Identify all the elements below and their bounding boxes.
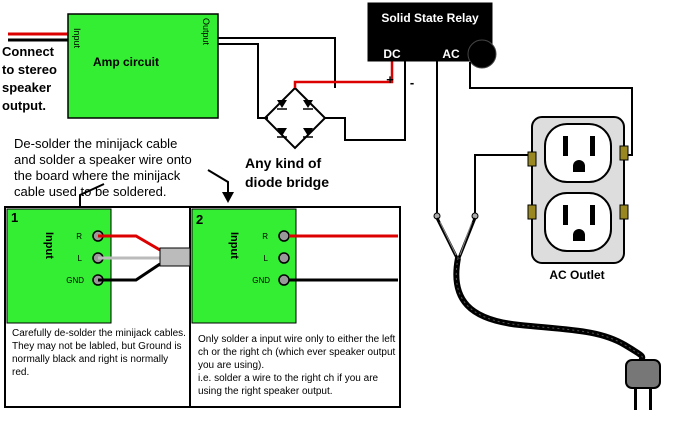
panel-2-pin-r: R [262,232,268,241]
instruction-text: De-solder the minijack cable and solder … [14,136,192,199]
relay-title: Solid State Relay [381,11,479,25]
panel-1: 1 Input R L GND [6,208,191,324]
stereo-label-line-4: output. [2,98,46,113]
relay-minus: - [410,75,414,90]
panel-1-pin-r: R [76,232,82,241]
amp-title: Amp circuit [93,55,159,69]
amp-output-label: Output [201,18,211,46]
stereo-label-line-1: Connect [2,44,55,59]
panel-1-pin-l: L [78,254,83,263]
panel-2: 2 Input R L GND [191,208,398,324]
instruction-line-2: and solder a speaker wire onto [14,152,192,167]
panel-2-pin-gnd: GND [252,276,270,285]
solid-state-relay: Solid State Relay DC AC + - [367,2,497,90]
relay-plus: + [386,72,394,87]
relay-dc-label: DC [383,47,401,61]
instruction-line-1: De-solder the minijack cable [14,136,177,151]
panel-2-pin-l: L [264,254,269,263]
instruction-line-4: cable used to be soldered. [14,184,167,199]
diode-label-line-1: Any kind of [245,155,322,171]
diode-bridge-label: Any kind of diode bridge [245,155,329,190]
diode-bridge [263,86,327,150]
amp-circuit: Amp circuit Input Output [67,13,219,119]
stereo-label-line-2: to stereo [2,62,57,77]
panel-1-note: Carefully de-solder the minijack cables.… [12,328,186,378]
panel-2-input-label: Input [228,232,240,259]
panel-1-number: 1 [11,210,18,225]
ac-wires [436,58,633,215]
ac-outlet: AC Outlet [527,116,629,282]
relay-ac-label: AC [442,47,460,61]
outlet-label: AC Outlet [549,268,604,282]
panel-2-note: Only solder a input wire only to either … [198,334,396,397]
panel-2-number: 2 [196,212,203,227]
dc-wires [293,60,406,141]
amp-output-wires [218,37,336,119]
stereo-label-line-3: speaker [2,80,51,95]
stereo-label: Connect to stereo speaker output. [2,44,57,113]
power-cord [433,212,646,363]
amp-input-label: Input [72,28,82,49]
stereo-input-wires [8,32,68,42]
power-plug [625,359,661,410]
diode-label-line-2: diode bridge [245,174,329,190]
panel-1-pin-gnd: GND [66,276,84,285]
instruction-line-3: the board where the minijack [14,168,181,183]
panel-1-input-label: Input [43,232,55,259]
